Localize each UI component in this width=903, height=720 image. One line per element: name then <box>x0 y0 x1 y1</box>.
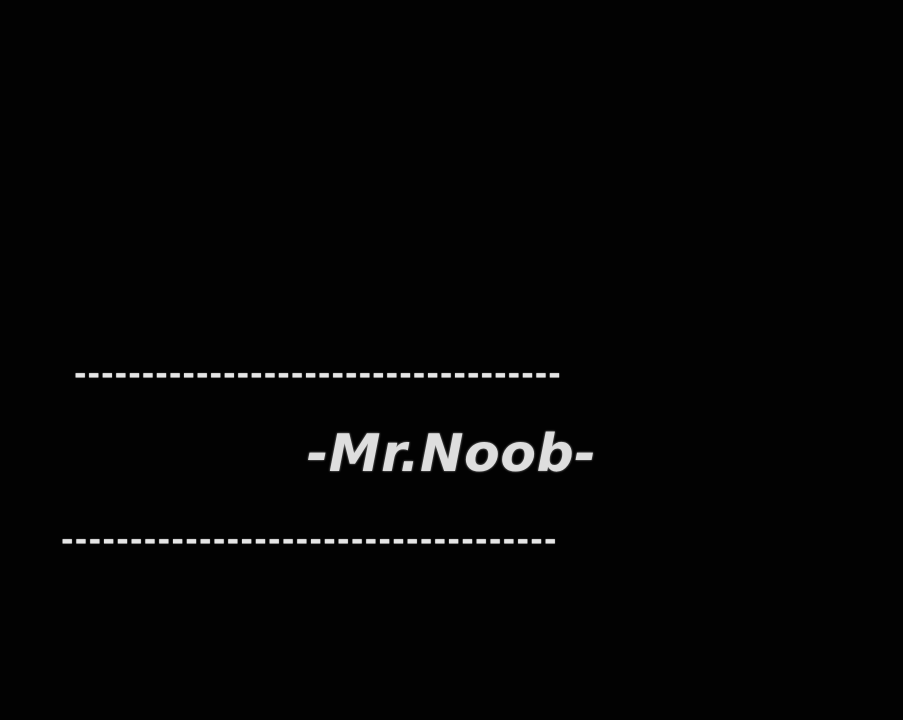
bottom-dashed-divider: ------------------------------------ <box>61 523 558 558</box>
top-dashed-divider: ------------------------------------ <box>74 357 562 392</box>
title-text: -Mr.Noob- <box>306 424 597 484</box>
